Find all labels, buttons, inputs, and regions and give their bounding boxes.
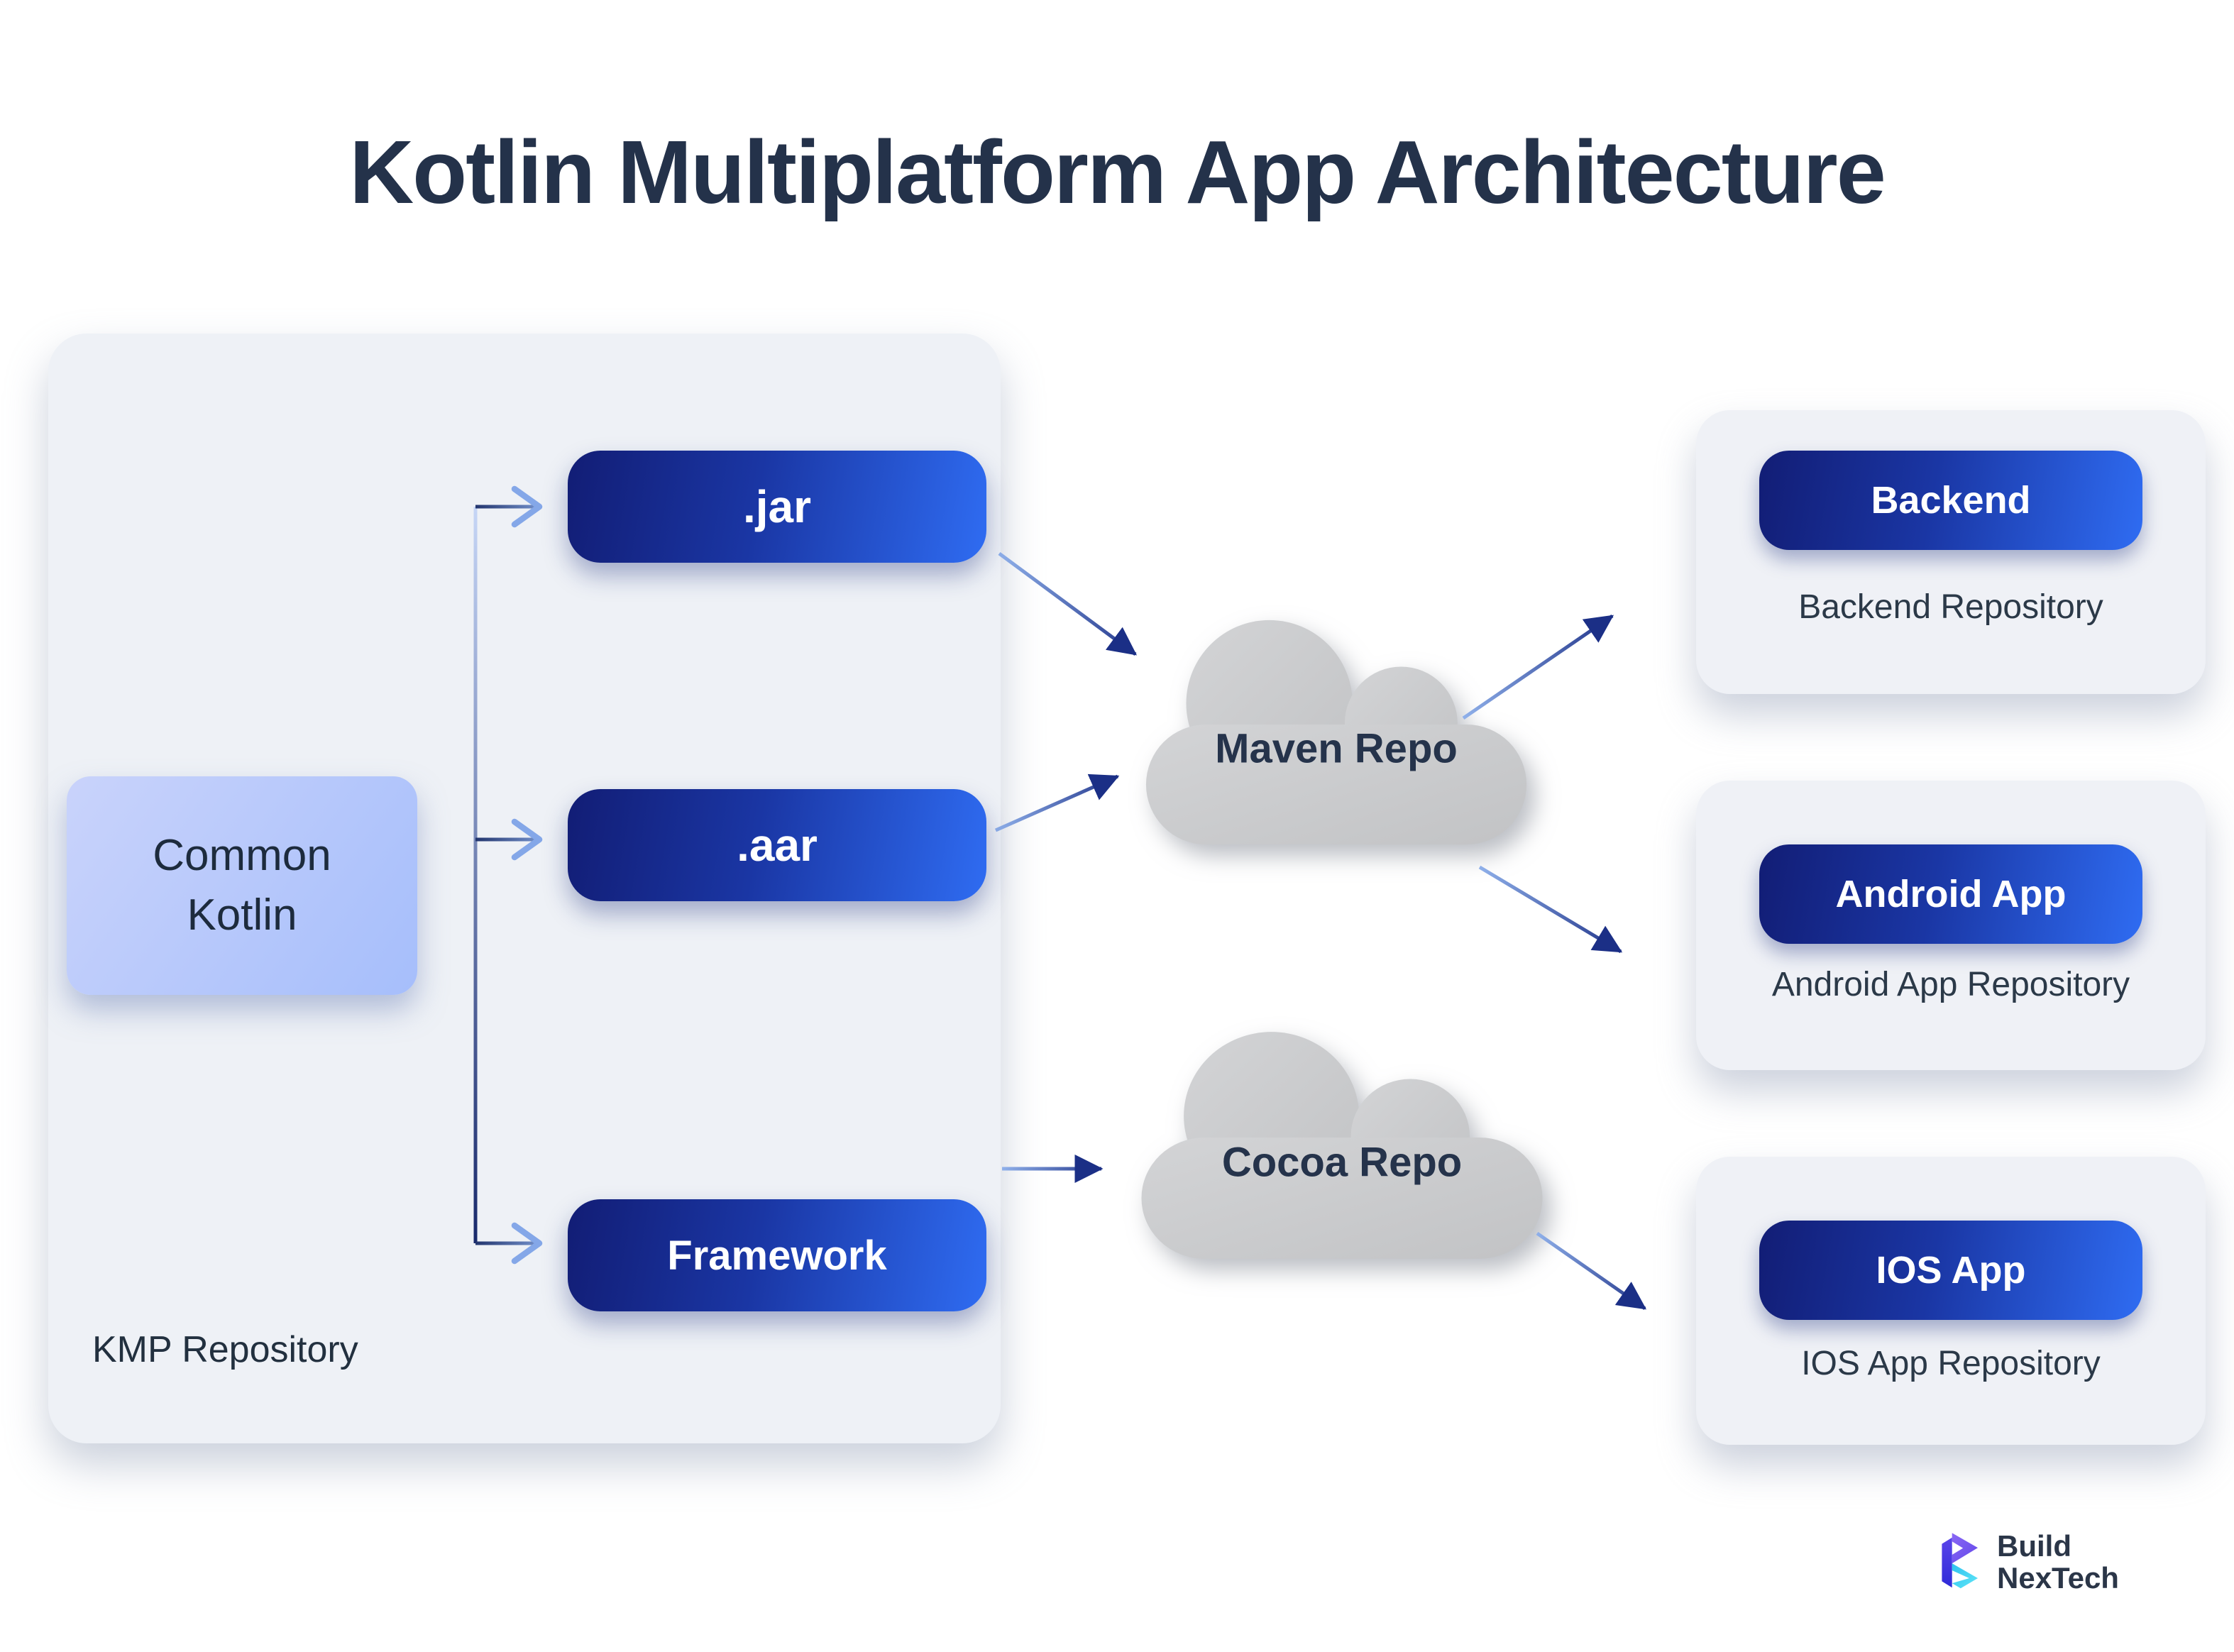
maven-repo-label: Maven Repo <box>1215 725 1458 772</box>
ios-app-caption: IOS App Repository <box>1801 1345 2101 1382</box>
common-kotlin-label: Common Kotlin <box>153 831 331 940</box>
page-title: Kotlin Multiplatform App Architecture <box>349 122 1886 222</box>
cloud-shape-icon <box>1141 1032 1543 1259</box>
cocoa-repo-cloud: Cocoa Repo <box>1134 1009 1550 1273</box>
connector-aar-to-maven <box>994 773 1120 832</box>
buildnextech-logo-icon <box>1942 1533 1978 1589</box>
cocoa-repo-label: Cocoa Repo <box>1221 1139 1463 1186</box>
android-app-caption: Android App Repository <box>1771 966 2130 1003</box>
backend-card: Backend Backend Repository <box>1696 410 2206 694</box>
common-kotlin-node: Common Kotlin <box>67 776 417 995</box>
artifact-framework-node: Framework <box>568 1199 986 1311</box>
artifact-jar-node: .jar <box>568 451 986 563</box>
backend-pill: Backend <box>1759 451 2142 550</box>
cloud-shape-icon <box>1145 620 1527 845</box>
android-app-card: Android App Android App Repository <box>1696 781 2206 1070</box>
ios-app-pill: IOS App <box>1759 1221 2142 1320</box>
kmp-repository-label: KMP Repository <box>92 1329 358 1370</box>
connector-cocoa-to-ios <box>1536 1231 1647 1311</box>
ios-app-card: IOS App IOS App Repository <box>1696 1157 2206 1445</box>
artifact-aar-node: .aar <box>568 789 986 901</box>
buildnextech-logo: Build NexTech <box>1939 1530 2119 1595</box>
maven-repo-cloud: Maven Repo <box>1139 598 1534 859</box>
logo-text-line1: Build <box>1997 1529 2071 1563</box>
backend-caption: Backend Repository <box>1798 588 2103 626</box>
connector-maven-to-android <box>1478 865 1623 954</box>
logo-text-line2: NexTech <box>1997 1561 2119 1595</box>
connector-jar-to-maven <box>998 551 1138 656</box>
android-app-pill: Android App <box>1759 844 2142 944</box>
